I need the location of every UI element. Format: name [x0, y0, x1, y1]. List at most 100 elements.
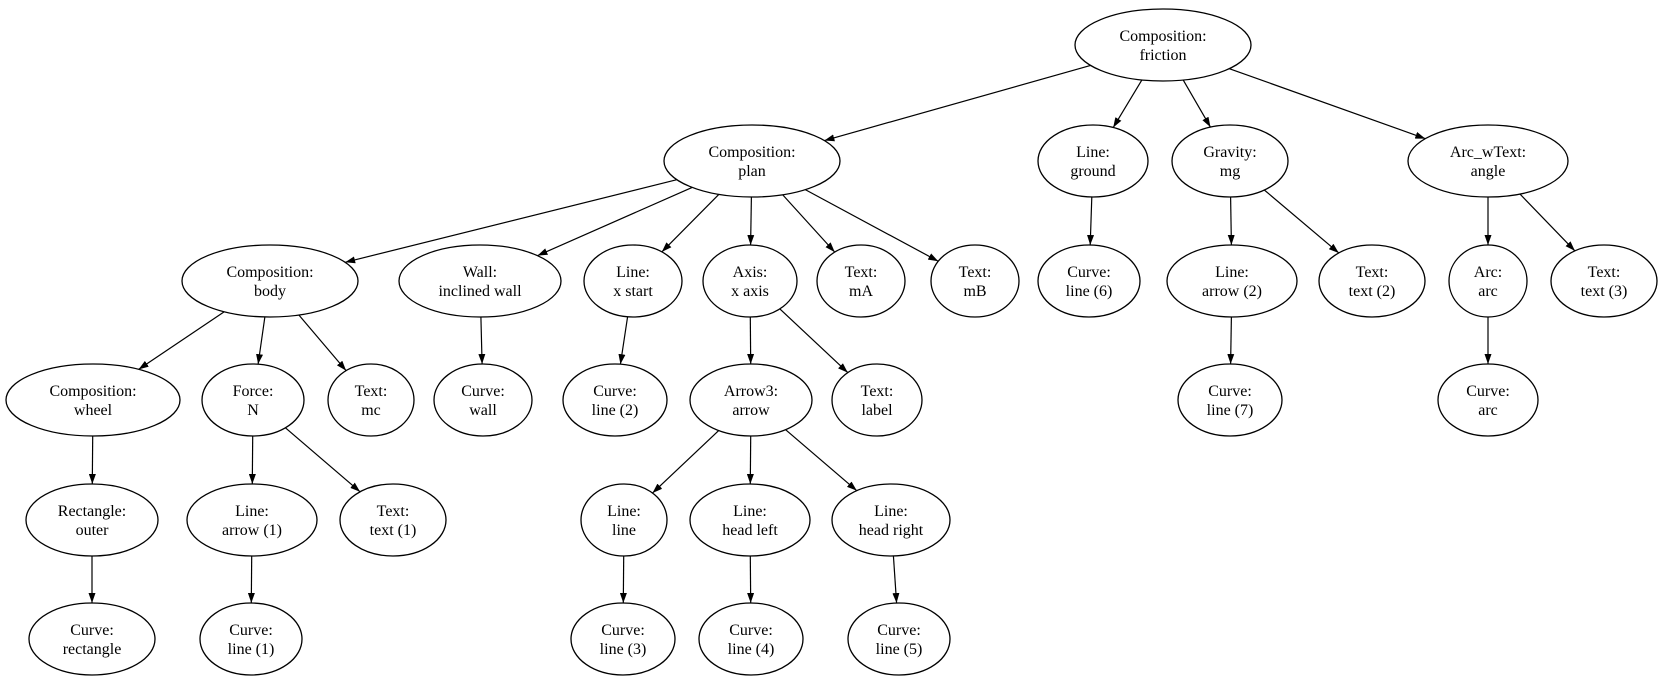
node-line_node-label-line1: Line: [607, 503, 641, 520]
node-outer-label-line2: outer [76, 522, 110, 539]
node-line2: Curve:line (2) [562, 363, 668, 437]
node-friction-label-line1: Composition: [1119, 28, 1206, 45]
node-mc: Text:mc [327, 363, 415, 437]
node-text3-label-line1: Text: [1588, 264, 1621, 281]
node-ground: Line:ground [1037, 124, 1149, 198]
node-arrow3-ellipse [689, 363, 813, 437]
node-arrow1: Line: arrow (1) [186, 483, 318, 557]
edges-layer [88, 64, 1576, 604]
node-text1-ellipse [339, 483, 447, 557]
node-mg-ellipse [1171, 124, 1289, 198]
node-rect_curve-label-line2: rectangle [63, 641, 122, 658]
node-xstart-ellipse [583, 244, 683, 318]
node-mB-ellipse [930, 244, 1020, 318]
node-head_right-label-line2: head right [859, 522, 924, 539]
node-mA: Text:mA [816, 244, 906, 318]
node-xstart-label-line2: x start [613, 283, 653, 300]
edge-friction-to-plan [824, 64, 1091, 142]
node-line5-ellipse [847, 602, 951, 676]
node-arc-ellipse [1448, 244, 1528, 318]
edge-friction-to-ground [1112, 79, 1143, 128]
node-friction-ellipse [1074, 8, 1252, 82]
node-xstart-label-line1: Line: [616, 264, 650, 281]
edge-body-to-mc [298, 314, 347, 372]
node-text1: Text: text (1) [339, 483, 447, 557]
node-friction: Composition:friction [1074, 8, 1252, 82]
edge-head_right-to-line5 [892, 555, 900, 604]
node-mA-label-line1: Text: [845, 264, 878, 281]
edge-plan-to-body [345, 179, 677, 264]
node-mB: Text:mB [930, 244, 1020, 318]
node-forceN-ellipse [201, 363, 305, 437]
node-text1-label-line2: text (1) [370, 522, 417, 539]
node-head_right: Line: head right [831, 483, 951, 557]
node-forceN-label-line2: N [247, 402, 259, 419]
edge-mg-to-arrow2 [1227, 196, 1235, 246]
node-text2-ellipse [1318, 244, 1426, 318]
node-line3-label-line2: line (3) [600, 641, 647, 658]
node-arrow1-ellipse [186, 483, 318, 557]
node-head_right-ellipse [831, 483, 951, 557]
edge-inclined_wall-to-curve_wall [478, 316, 486, 365]
node-line2-ellipse [562, 363, 668, 437]
edge-body-to-forceN [256, 316, 266, 365]
edge-arrow3-to-line_node [652, 430, 720, 494]
node-wheel-label-line1: Composition: [49, 383, 136, 400]
node-plan: Composition:plan [663, 124, 841, 198]
edge-xaxis-to-label [779, 308, 849, 374]
node-mg-label-line2: mg [1220, 163, 1240, 180]
node-line5-label-line2: line (5) [876, 641, 923, 658]
edge-ground-to-line6 [1087, 196, 1095, 246]
node-text2-label-line1: Text: [1356, 264, 1389, 281]
node-line2-label-line1: Curve: [593, 383, 637, 400]
node-arrow1-label-line2: arrow (1) [222, 522, 282, 539]
edge-angle-to-text3 [1519, 193, 1576, 252]
edge-plan-to-xaxis [747, 196, 755, 246]
node-wheel-ellipse [5, 363, 181, 437]
node-line3: Curve:line (3) [570, 602, 676, 676]
node-head_left-label-line1: Line: [733, 503, 767, 520]
node-curve_wall-label-line2: wall [469, 402, 497, 419]
edge-plan-to-mB [804, 189, 939, 262]
node-head_right-label-line1: Line: [874, 503, 908, 520]
node-arrow2: Line:arrow (2) [1166, 244, 1298, 318]
node-wheel-label-line2: wheel [74, 402, 113, 419]
node-rect_curve-label-line1: Curve: [70, 622, 114, 639]
node-label-label-line1: Text: [861, 383, 894, 400]
node-arrow3-label-line1: Arrow3: [724, 383, 778, 400]
node-angle-ellipse [1407, 124, 1569, 198]
node-line_node-label-line2: line [612, 522, 636, 539]
node-text2: Text:text (2) [1318, 244, 1426, 318]
edge-arrow3-to-head_right [785, 429, 858, 492]
node-arrow3-label-line2: arrow [732, 402, 770, 419]
node-curve_arc-label-line1: Curve: [1466, 383, 1510, 400]
node-body-label-line2: body [254, 283, 286, 300]
node-arc-label-line1: Arc: [1474, 264, 1502, 281]
edge-xstart-to-line2 [618, 316, 629, 365]
node-arrow2-ellipse [1166, 244, 1298, 318]
node-line4: Curve:line (4) [698, 602, 804, 676]
node-line7: Curve:line (7) [1177, 363, 1283, 437]
node-mA-ellipse [816, 244, 906, 318]
node-xaxis-label-line1: Axis: [733, 264, 768, 281]
node-arrow2-label-line2: arrow (2) [1202, 283, 1262, 300]
node-line6-label-line1: Curve: [1067, 264, 1111, 281]
node-body: Composition:body [181, 244, 359, 318]
node-mc-ellipse [327, 363, 415, 437]
node-rect_curve-ellipse [28, 602, 156, 676]
node-arrow1-label-line1: Line: [235, 503, 269, 520]
node-ground-label-line2: ground [1070, 163, 1115, 180]
node-text1-label-line1: Text: [377, 503, 410, 520]
node-outer-ellipse [25, 483, 159, 557]
node-line4-ellipse [698, 602, 804, 676]
node-plan-ellipse [663, 124, 841, 198]
node-xaxis-label-line2: x axis [731, 283, 769, 300]
node-xstart: Line: x start [583, 244, 683, 318]
node-text3: Text:text (3) [1550, 244, 1658, 318]
node-line6: Curve:line (6) [1037, 244, 1141, 318]
node-forceN: Force:N [201, 363, 305, 437]
node-curve_wall: Curve:wall [433, 363, 533, 437]
node-wheel: Composition: wheel [5, 363, 181, 437]
node-inclined_wall: Wall:inclined wall [398, 244, 562, 318]
